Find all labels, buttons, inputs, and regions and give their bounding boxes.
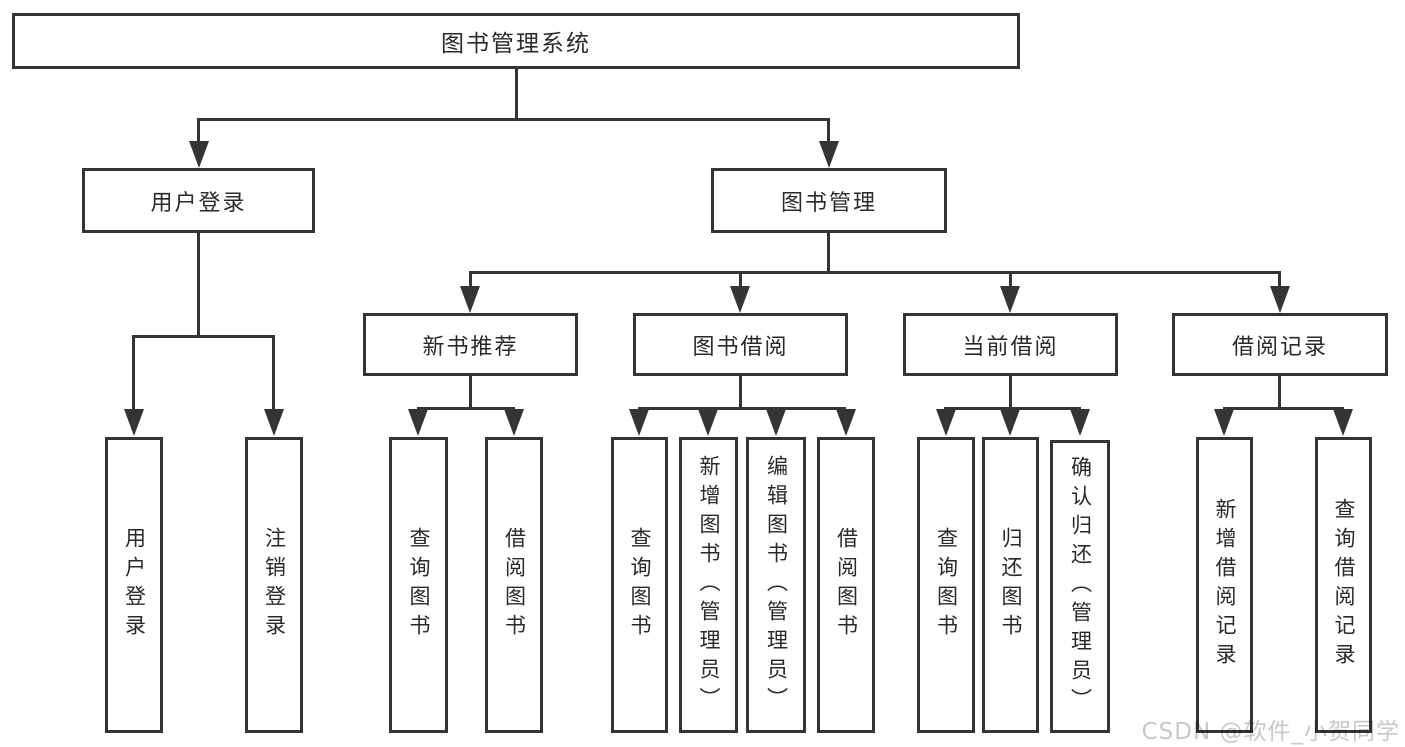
arrow-head <box>189 141 209 168</box>
node-label: 查询图书 <box>628 527 652 643</box>
node-label: 当前借阅 <box>962 334 1059 360</box>
arrow-head <box>819 141 839 168</box>
connector-line <box>1278 376 1281 409</box>
arrow-head <box>1070 409 1090 436</box>
node-new-book-recommendation: 新书推荐 <box>363 313 578 376</box>
leaf-query-borrow-record: 查询借阅记录 <box>1315 437 1372 733</box>
node-label: 新增借阅记录 <box>1213 498 1237 672</box>
node-label: 新书推荐 <box>422 334 519 360</box>
connector-line <box>417 407 515 410</box>
arrow-head <box>1333 409 1353 436</box>
arrow-head <box>124 409 144 436</box>
node-label: 用户登录 <box>150 190 247 216</box>
connector-line <box>1009 376 1012 409</box>
node-borrowing-records: 借阅记录 <box>1172 313 1388 376</box>
leaf-user-login: 用户登录 <box>105 437 163 733</box>
arrow-head <box>936 409 956 436</box>
arrow-head <box>629 409 649 436</box>
connector-line <box>469 274 472 287</box>
arrow-head <box>698 409 718 436</box>
connector-line <box>1009 274 1012 287</box>
watermark-text: CSDN @软件_小贺同学 <box>1141 719 1400 745</box>
leaf-query-books-current: 查询图书 <box>917 437 975 733</box>
node-label: 图书管理 <box>780 190 877 216</box>
arrow-head <box>1270 286 1290 313</box>
leaf-add-books-admin: 新增图书（管理员） <box>679 437 738 733</box>
node-label: 用户登录 <box>122 527 147 643</box>
connector-line <box>739 274 742 287</box>
node-label: 借阅图书 <box>834 527 859 643</box>
arrow-head <box>1214 409 1234 436</box>
connector-line <box>827 121 830 143</box>
arrow-head <box>1000 409 1020 436</box>
connector-line <box>638 407 846 410</box>
node-label: 图书管理系统 <box>441 31 591 57</box>
leaf-query-books-recommend: 查询图书 <box>389 437 448 733</box>
connector-line <box>1223 407 1344 410</box>
node-label: 查询图书 <box>934 527 959 643</box>
node-label: 图书借阅 <box>692 334 789 360</box>
node-label: 归还图书 <box>999 527 1023 643</box>
leaf-edit-books-admin: 编辑图书（管理员） <box>746 437 806 733</box>
node-label: 确认归还（管理员） <box>1068 456 1093 717</box>
leaf-borrow-books-recommend: 借阅图书 <box>485 437 543 733</box>
connector-line <box>132 338 135 410</box>
leaf-return-books: 归还图书 <box>982 437 1039 733</box>
node-book-management: 图书管理 <box>711 168 947 233</box>
arrow-head <box>460 286 480 313</box>
arrow-head <box>730 286 750 313</box>
arrow-head <box>408 409 428 436</box>
connector-line <box>469 376 472 409</box>
node-user-login: 用户登录 <box>82 168 315 233</box>
node-label: 查询借阅记录 <box>1332 498 1356 672</box>
node-label: 查询图书 <box>407 527 431 643</box>
leaf-add-borrow-record: 新增借阅记录 <box>1196 437 1253 733</box>
node-current-borrowing: 当前借阅 <box>903 313 1118 376</box>
arrow-head <box>1000 286 1020 313</box>
node-label: 借阅图书 <box>502 527 527 643</box>
arrow-head <box>264 409 284 436</box>
leaf-logout-login: 注销登录 <box>245 437 303 733</box>
node-label: 注销登录 <box>262 527 287 643</box>
connector-line <box>1278 274 1281 287</box>
connector-line <box>197 121 200 143</box>
connector-line <box>944 407 1081 410</box>
node-label: 借阅记录 <box>1231 334 1328 360</box>
arrow-head <box>766 409 786 436</box>
leaf-query-books-borrow: 查询图书 <box>611 437 668 733</box>
connector-line <box>272 338 275 410</box>
node-label: 新增图书（管理员） <box>697 454 721 716</box>
connector-line <box>197 233 200 337</box>
connector-line <box>515 69 518 121</box>
connector-line <box>132 335 275 338</box>
leaf-confirm-return-admin: 确认归还（管理员） <box>1050 440 1110 733</box>
node-book-borrowing: 图书借阅 <box>633 313 848 376</box>
connector-line <box>827 233 830 274</box>
arrow-head <box>504 409 524 436</box>
connector-line <box>197 118 830 121</box>
node-label: 编辑图书（管理员） <box>764 454 789 716</box>
connector-line <box>469 271 1281 274</box>
leaf-borrow-books-borrow: 借阅图书 <box>817 437 875 733</box>
arrow-head <box>836 409 856 436</box>
root-node: 图书管理系统 <box>12 13 1020 69</box>
connector-line <box>739 376 742 409</box>
